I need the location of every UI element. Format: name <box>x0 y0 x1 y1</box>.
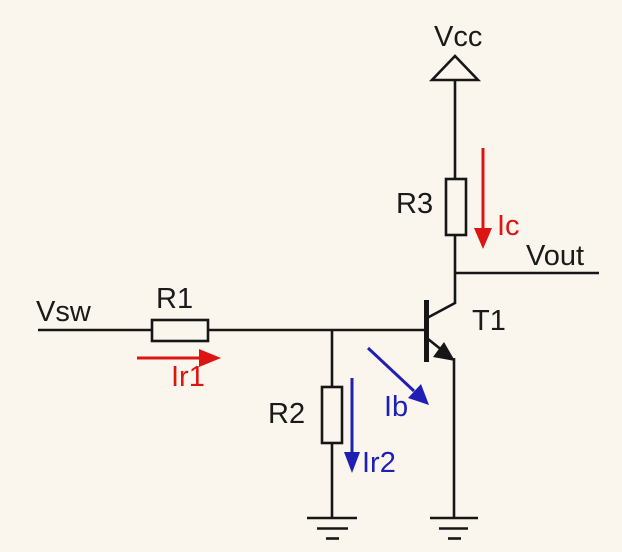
ic-label: Ic <box>497 210 520 242</box>
ir2-label: Ir2 <box>362 447 396 479</box>
ir2-arrow-head <box>344 452 360 473</box>
resistor-r2-body <box>320 385 344 445</box>
vsw-label: Vsw <box>36 296 91 328</box>
ir1-arrow-head <box>199 349 221 367</box>
r2-label: R2 <box>268 398 306 430</box>
r3-label: R3 <box>396 188 434 220</box>
transistor-collector <box>426 301 456 320</box>
r1-label: R1 <box>156 283 194 315</box>
current-arrow-ib <box>366 346 429 405</box>
resistor-r1-body <box>150 318 210 343</box>
transistor-emitter-arrow <box>433 342 455 361</box>
ir1-label: Ir1 <box>171 361 205 393</box>
transistor-base-bar <box>424 300 429 362</box>
t1-label: T1 <box>472 305 506 337</box>
vcc-label: Vcc <box>434 21 483 53</box>
ib-arrow-head <box>408 384 429 405</box>
ground-icon <box>307 516 357 540</box>
ib-arrow-shaft <box>366 346 416 393</box>
power-rail-icon <box>428 54 482 82</box>
ib-label: Ib <box>384 391 409 423</box>
resistor-r3-body <box>444 177 468 237</box>
npn-transistor-icon <box>424 300 456 362</box>
vout-label: Vout <box>526 240 585 272</box>
ic-arrow-head <box>474 228 492 249</box>
ground-icon <box>430 516 478 540</box>
current-arrow-ic <box>474 148 492 249</box>
current-arrow-ir2 <box>344 378 360 473</box>
current-arrow-ir1 <box>137 349 221 367</box>
